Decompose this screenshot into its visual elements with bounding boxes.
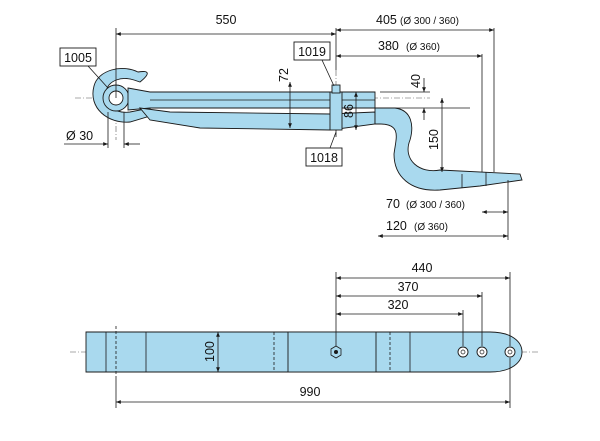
part-label-1019: 1019: [293, 41, 335, 87]
dim-diameter-30: Ø 30: [66, 129, 93, 143]
center-clamp: [329, 91, 343, 131]
part-label-1005: 1005: [59, 47, 109, 89]
dim-405: 405: [376, 13, 397, 27]
dim-990: 990: [300, 385, 321, 399]
svg-text:1018: 1018: [310, 151, 338, 165]
dim-70: 70: [386, 197, 400, 211]
goose-neck: [374, 107, 523, 191]
center-bolt: [331, 84, 341, 94]
dim-150: 150: [427, 129, 441, 150]
dim-72: 72: [277, 68, 291, 82]
dim-120-note: (Ø 360): [414, 222, 448, 233]
dim-100: 100: [203, 341, 217, 362]
clamp-zone: [287, 331, 377, 373]
dim-440: 440: [412, 261, 433, 275]
dim-405-note: (Ø 300 / 360): [400, 16, 459, 27]
svg-text:1005: 1005: [64, 51, 92, 65]
dim-86: 86: [342, 104, 356, 118]
dim-550: 550: [216, 13, 237, 27]
top-view: 440 370 320 100 990: [70, 261, 540, 408]
dim-40: 40: [409, 74, 423, 88]
dim-380-note: (Ø 360): [406, 42, 440, 53]
mounting-holes: [457, 346, 516, 358]
dim-320: 320: [388, 298, 409, 312]
dim-120: 120: [386, 219, 407, 233]
dim-380: 380: [378, 39, 399, 53]
side-view: 550 405 (Ø 300 / 360) 380 (Ø 360) 72 86 …: [59, 13, 523, 240]
dim-70-note: (Ø 300 / 360): [406, 200, 465, 211]
dim-370: 370: [398, 280, 419, 294]
svg-text:1019: 1019: [298, 45, 326, 59]
part-label-1018: 1018: [305, 131, 343, 167]
